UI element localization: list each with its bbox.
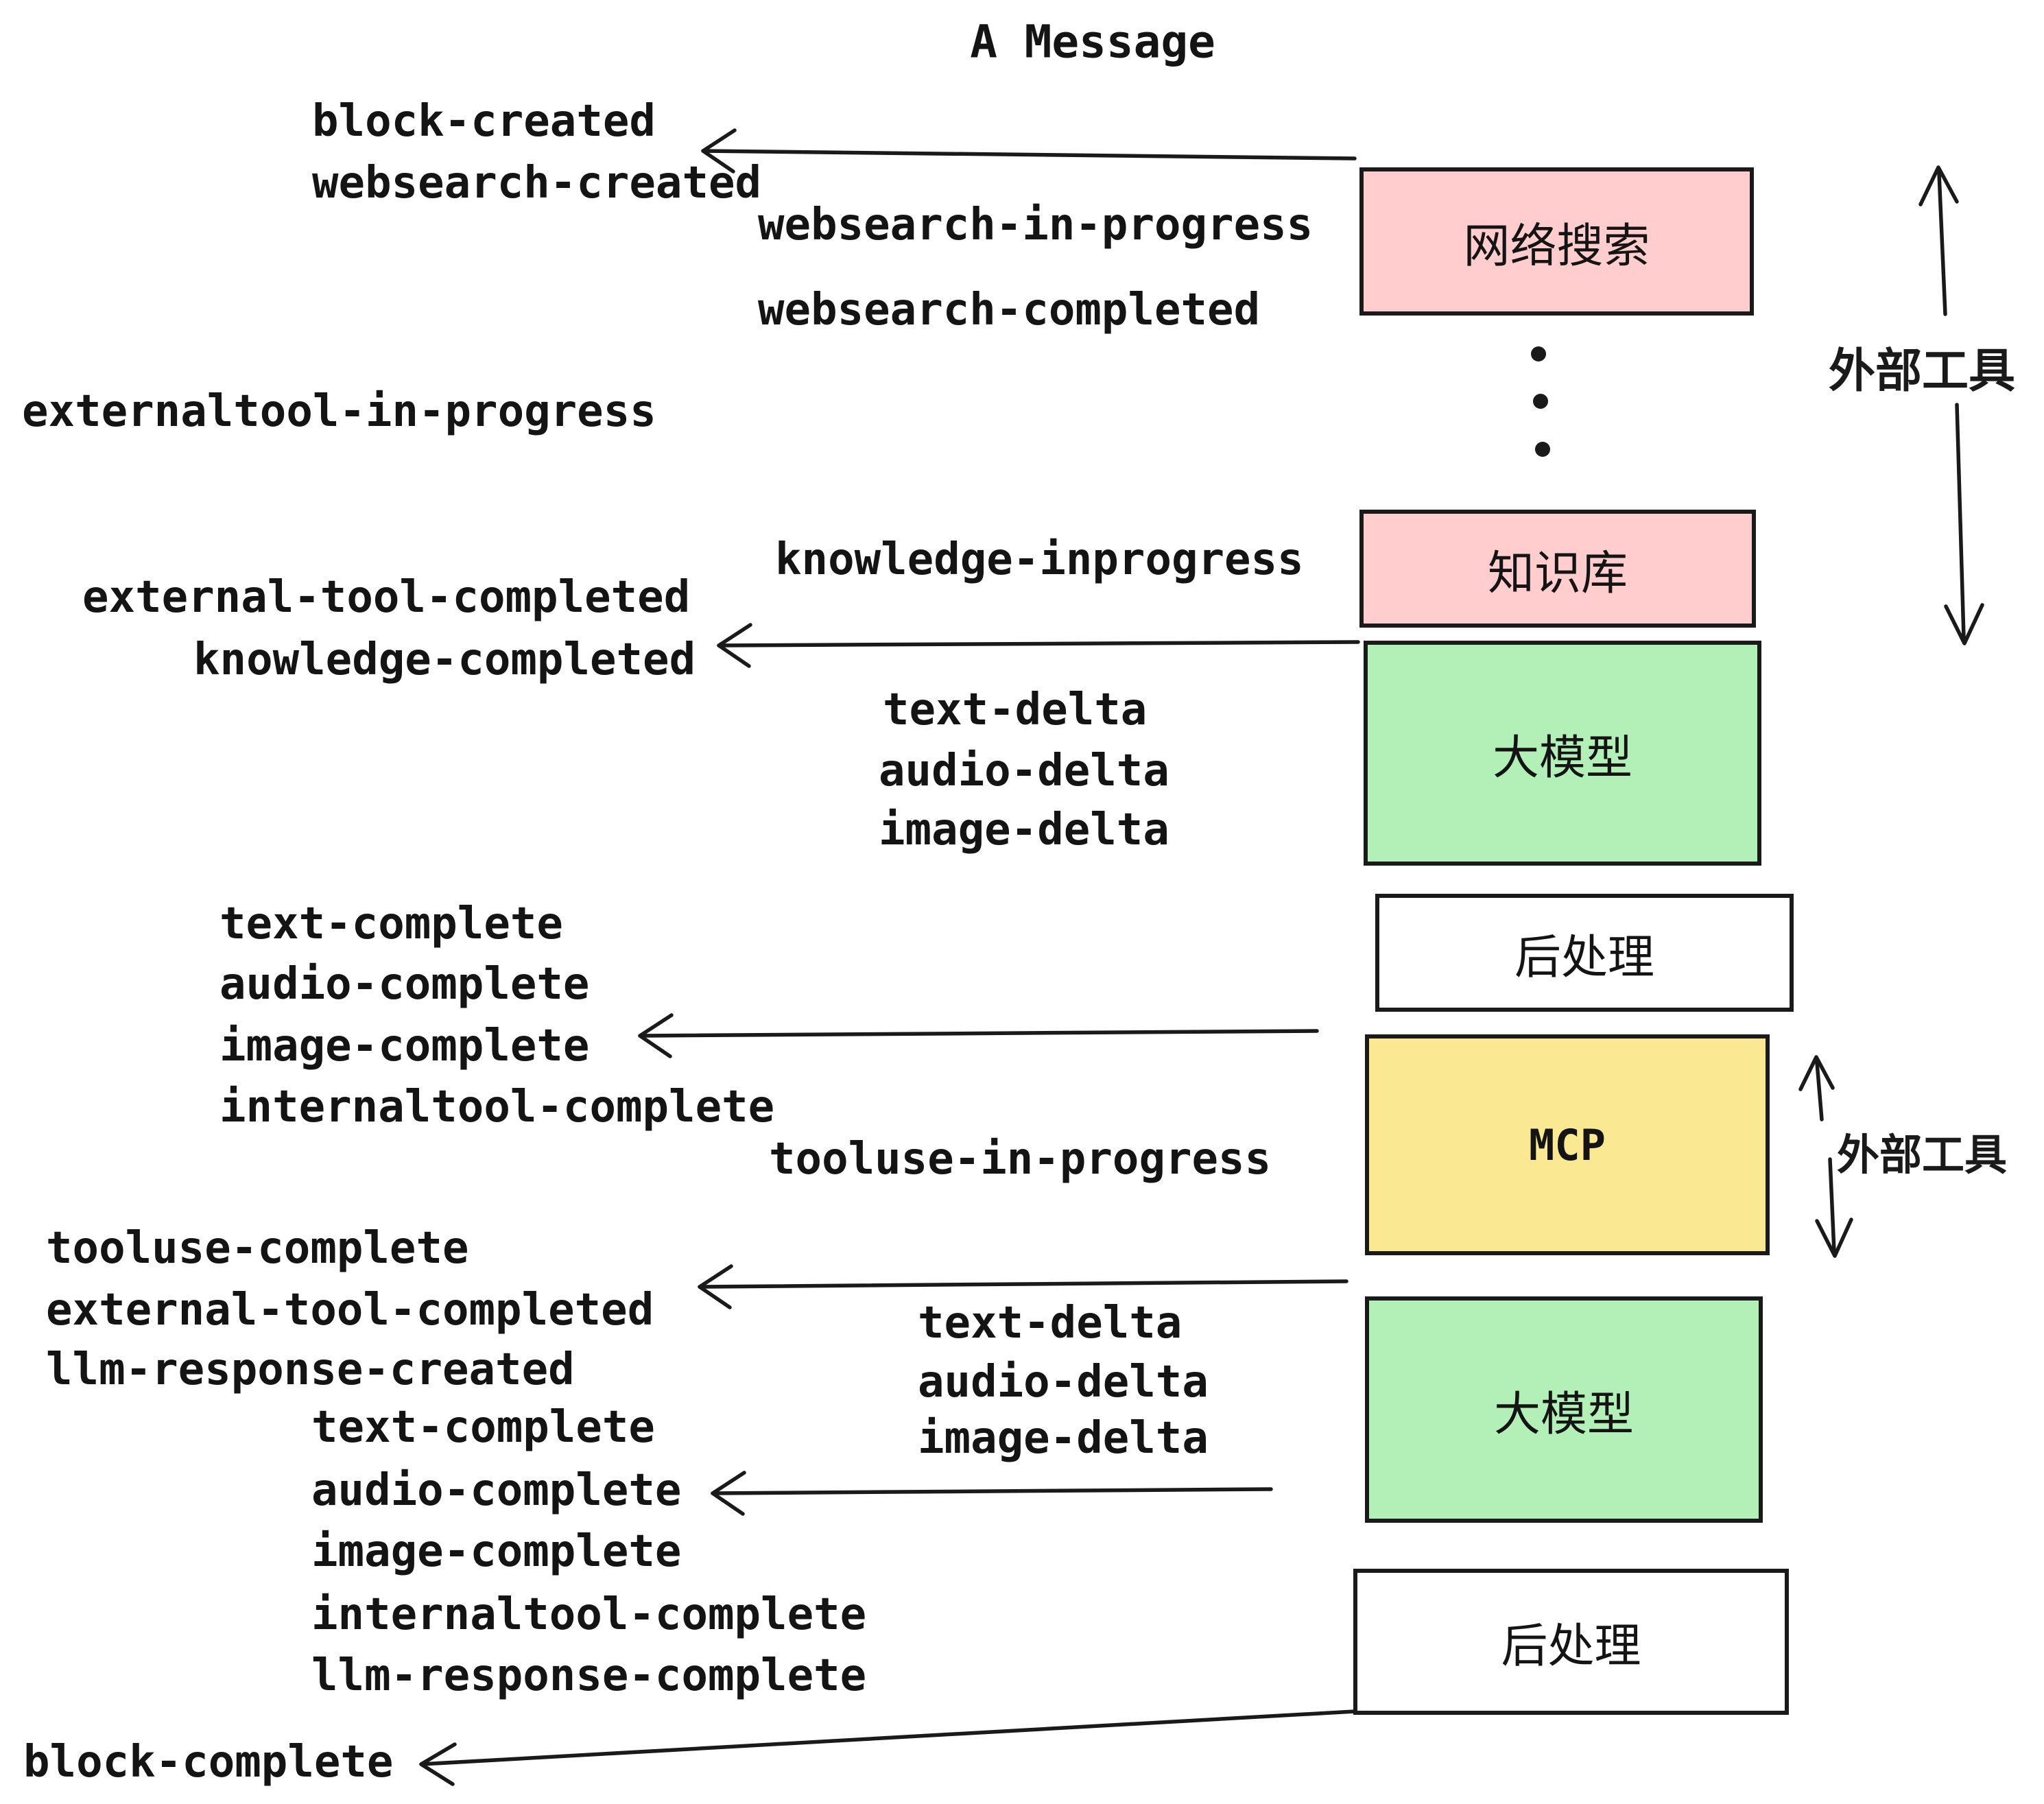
box-llm-top: 大模型 xyxy=(1364,641,1761,866)
box-mcp: MCP xyxy=(1365,1034,1770,1255)
external-tools-top-down-arrow xyxy=(1944,403,1984,645)
box-web-search: 网络搜索 xyxy=(1359,167,1754,316)
event-label-audio-complete: audio-complete xyxy=(219,959,590,1010)
event-label-knowledge-completed: knowledge-completed xyxy=(193,634,696,685)
box-post-process-bottom-label: 后处理 xyxy=(1501,1620,1641,1672)
diagram-title: A Message xyxy=(970,15,1215,69)
box-post-process-top: 后处理 xyxy=(1375,894,1794,1012)
event-label-text-delta-2: text-delta xyxy=(918,1298,1183,1349)
box-knowledge-base-label: 知识库 xyxy=(1487,547,1628,600)
event-label-text-complete: text-complete xyxy=(219,899,563,949)
box-web-search-label: 网络搜索 xyxy=(1463,219,1650,272)
event-label-image-complete-2: image-complete xyxy=(311,1526,682,1577)
event-label-websearch-completed: websearch-completed xyxy=(758,285,1261,335)
event-label-image-delta-2: image-delta xyxy=(918,1413,1209,1464)
event-label-audio-delta: audio-delta xyxy=(879,746,1169,796)
event-label-block-complete: block-complete xyxy=(23,1737,394,1788)
event-label-tooluse-in-progress: tooluse-in-progress xyxy=(769,1134,1272,1185)
external-tools-label-top: 外部工具 xyxy=(1829,345,2016,397)
event-label-audio-complete-2: audio-complete xyxy=(311,1465,682,1516)
arrow-postprocess-to-block-complete xyxy=(419,1709,1357,1786)
event-label-external-tool-completed: external-tool-completed xyxy=(82,572,691,623)
box-llm-bottom-label: 大模型 xyxy=(1493,1388,1634,1440)
external-tools-bottom-up-arrow xyxy=(1798,1055,1835,1121)
event-label-internaltool-complete: internaltool-complete xyxy=(219,1082,775,1132)
box-post-process-top-label: 后处理 xyxy=(1514,931,1654,984)
event-label-block-created: block-created xyxy=(312,96,656,147)
external-tools-label-bottom: 外部工具 xyxy=(1837,1132,2008,1179)
event-label-llm-response-complete: llm-response-complete xyxy=(311,1650,867,1701)
ellipsis-dots xyxy=(1531,346,1550,457)
box-mcp-label: MCP xyxy=(1529,1119,1606,1170)
event-label-image-delta: image-delta xyxy=(879,805,1169,855)
event-label-external-tool-completed-2: external-tool-completed xyxy=(46,1285,654,1336)
event-label-websearch-created: websearch-created xyxy=(312,158,762,209)
event-label-image-complete: image-complete xyxy=(219,1021,590,1071)
box-post-process-bottom: 后处理 xyxy=(1353,1569,1789,1715)
event-label-websearch-in-progress: websearch-in-progress xyxy=(758,200,1314,250)
arrow-llm-to-events xyxy=(711,1471,1273,1516)
arrow-postprocess-to-events xyxy=(638,1013,1319,1058)
arrow-websearch-to-events xyxy=(701,128,1357,174)
box-knowledge-base: 知识库 xyxy=(1359,510,1756,628)
arrow-knowledge-to-events xyxy=(717,623,1360,668)
box-llm-bottom: 大模型 xyxy=(1365,1296,1763,1523)
event-label-text-delta: text-delta xyxy=(883,685,1148,735)
event-label-externaltool-in-progress: externaltool-in-progress xyxy=(22,386,656,437)
event-label-text-complete-2: text-complete xyxy=(311,1402,655,1453)
box-llm-top-label: 大模型 xyxy=(1492,731,1632,784)
event-label-internaltool-complete-2: internaltool-complete xyxy=(311,1589,867,1640)
event-label-knowledge-inprogress: knowledge-inprogress xyxy=(775,534,1304,585)
event-label-tooluse-complete: tooluse-complete xyxy=(46,1223,469,1274)
event-label-audio-delta-2: audio-delta xyxy=(918,1357,1209,1408)
external-tools-top-up-arrow xyxy=(1918,165,1959,316)
event-label-llm-response-created: llm-response-created xyxy=(46,1344,575,1395)
